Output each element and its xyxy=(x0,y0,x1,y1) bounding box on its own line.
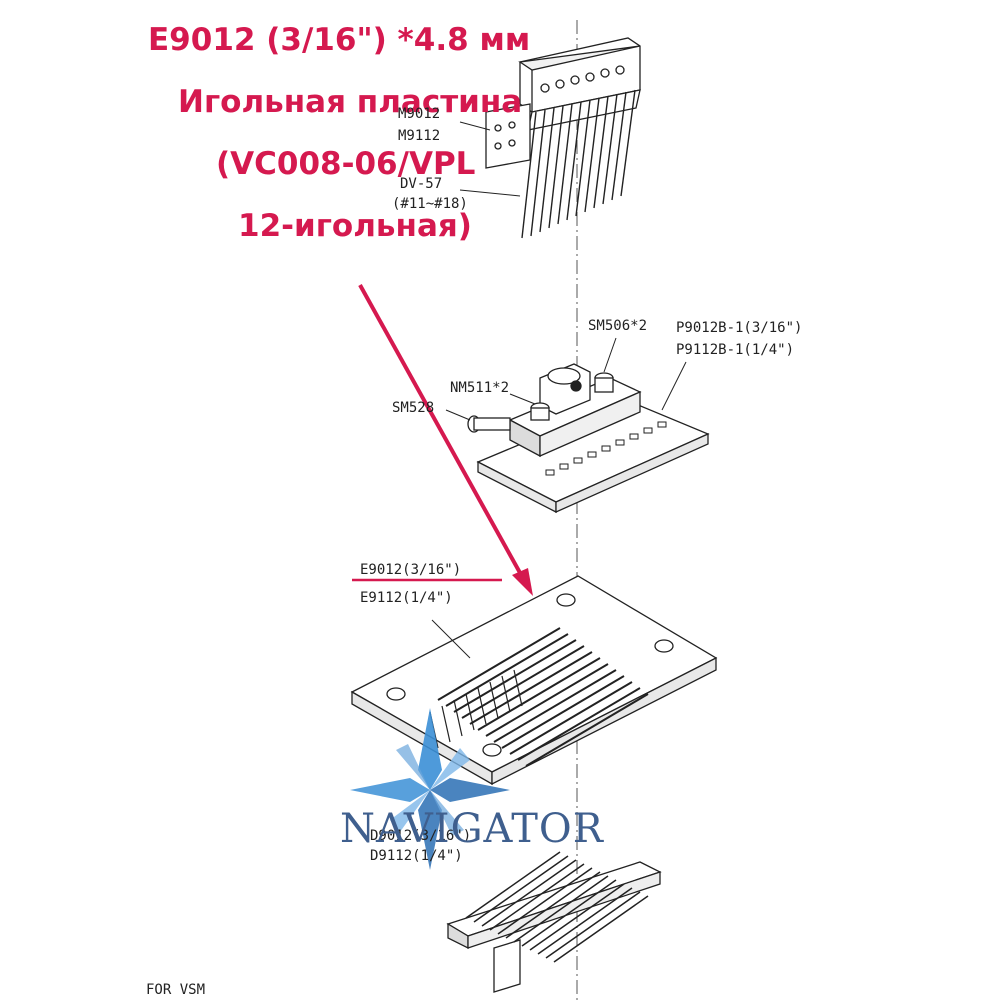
label-feed-b: D9112(1/4") xyxy=(370,848,463,864)
footer-label: FOR VSM xyxy=(146,982,206,998)
label-sm506: SM506*2 xyxy=(588,318,648,334)
label-needle-sizes: (#11~#18) xyxy=(392,196,468,212)
label-presser-b: P9112B-1(1/4") xyxy=(676,342,795,358)
heading-line-1: E9012 (3/16") *4.8 мм xyxy=(148,22,531,58)
label-presser-a: P9012B-1(3/16") xyxy=(676,320,803,336)
presser-foot xyxy=(467,363,710,514)
feed-dog-teeth xyxy=(465,851,649,963)
compass-star-icon xyxy=(350,708,510,870)
label-plate-b: E9112(1/4") xyxy=(360,590,453,606)
heading-line-2: Игольная пластина xyxy=(178,84,523,120)
feed-dog xyxy=(446,861,662,993)
label-nm511: NM511*2 xyxy=(450,380,510,396)
needle-block xyxy=(485,37,641,169)
heading-line-3: (VC008-06/VPL xyxy=(216,146,476,182)
label-needle: DV-57 xyxy=(400,176,443,192)
label-sm528: SM528 xyxy=(392,400,435,416)
label-needle-block-b: M9112 xyxy=(398,128,441,144)
needles xyxy=(521,89,636,239)
pointer-arrow xyxy=(358,284,533,596)
label-plate-a: E9012(3/16") xyxy=(360,562,462,578)
heading-line-4: 12-игольная) xyxy=(238,208,472,244)
navigator-logo: NAVIGATOR xyxy=(340,806,604,852)
plate-slots xyxy=(437,627,649,767)
label-needle-block-a: M9012 xyxy=(398,106,441,122)
label-feed-a: D9012(3/16") xyxy=(370,828,472,844)
